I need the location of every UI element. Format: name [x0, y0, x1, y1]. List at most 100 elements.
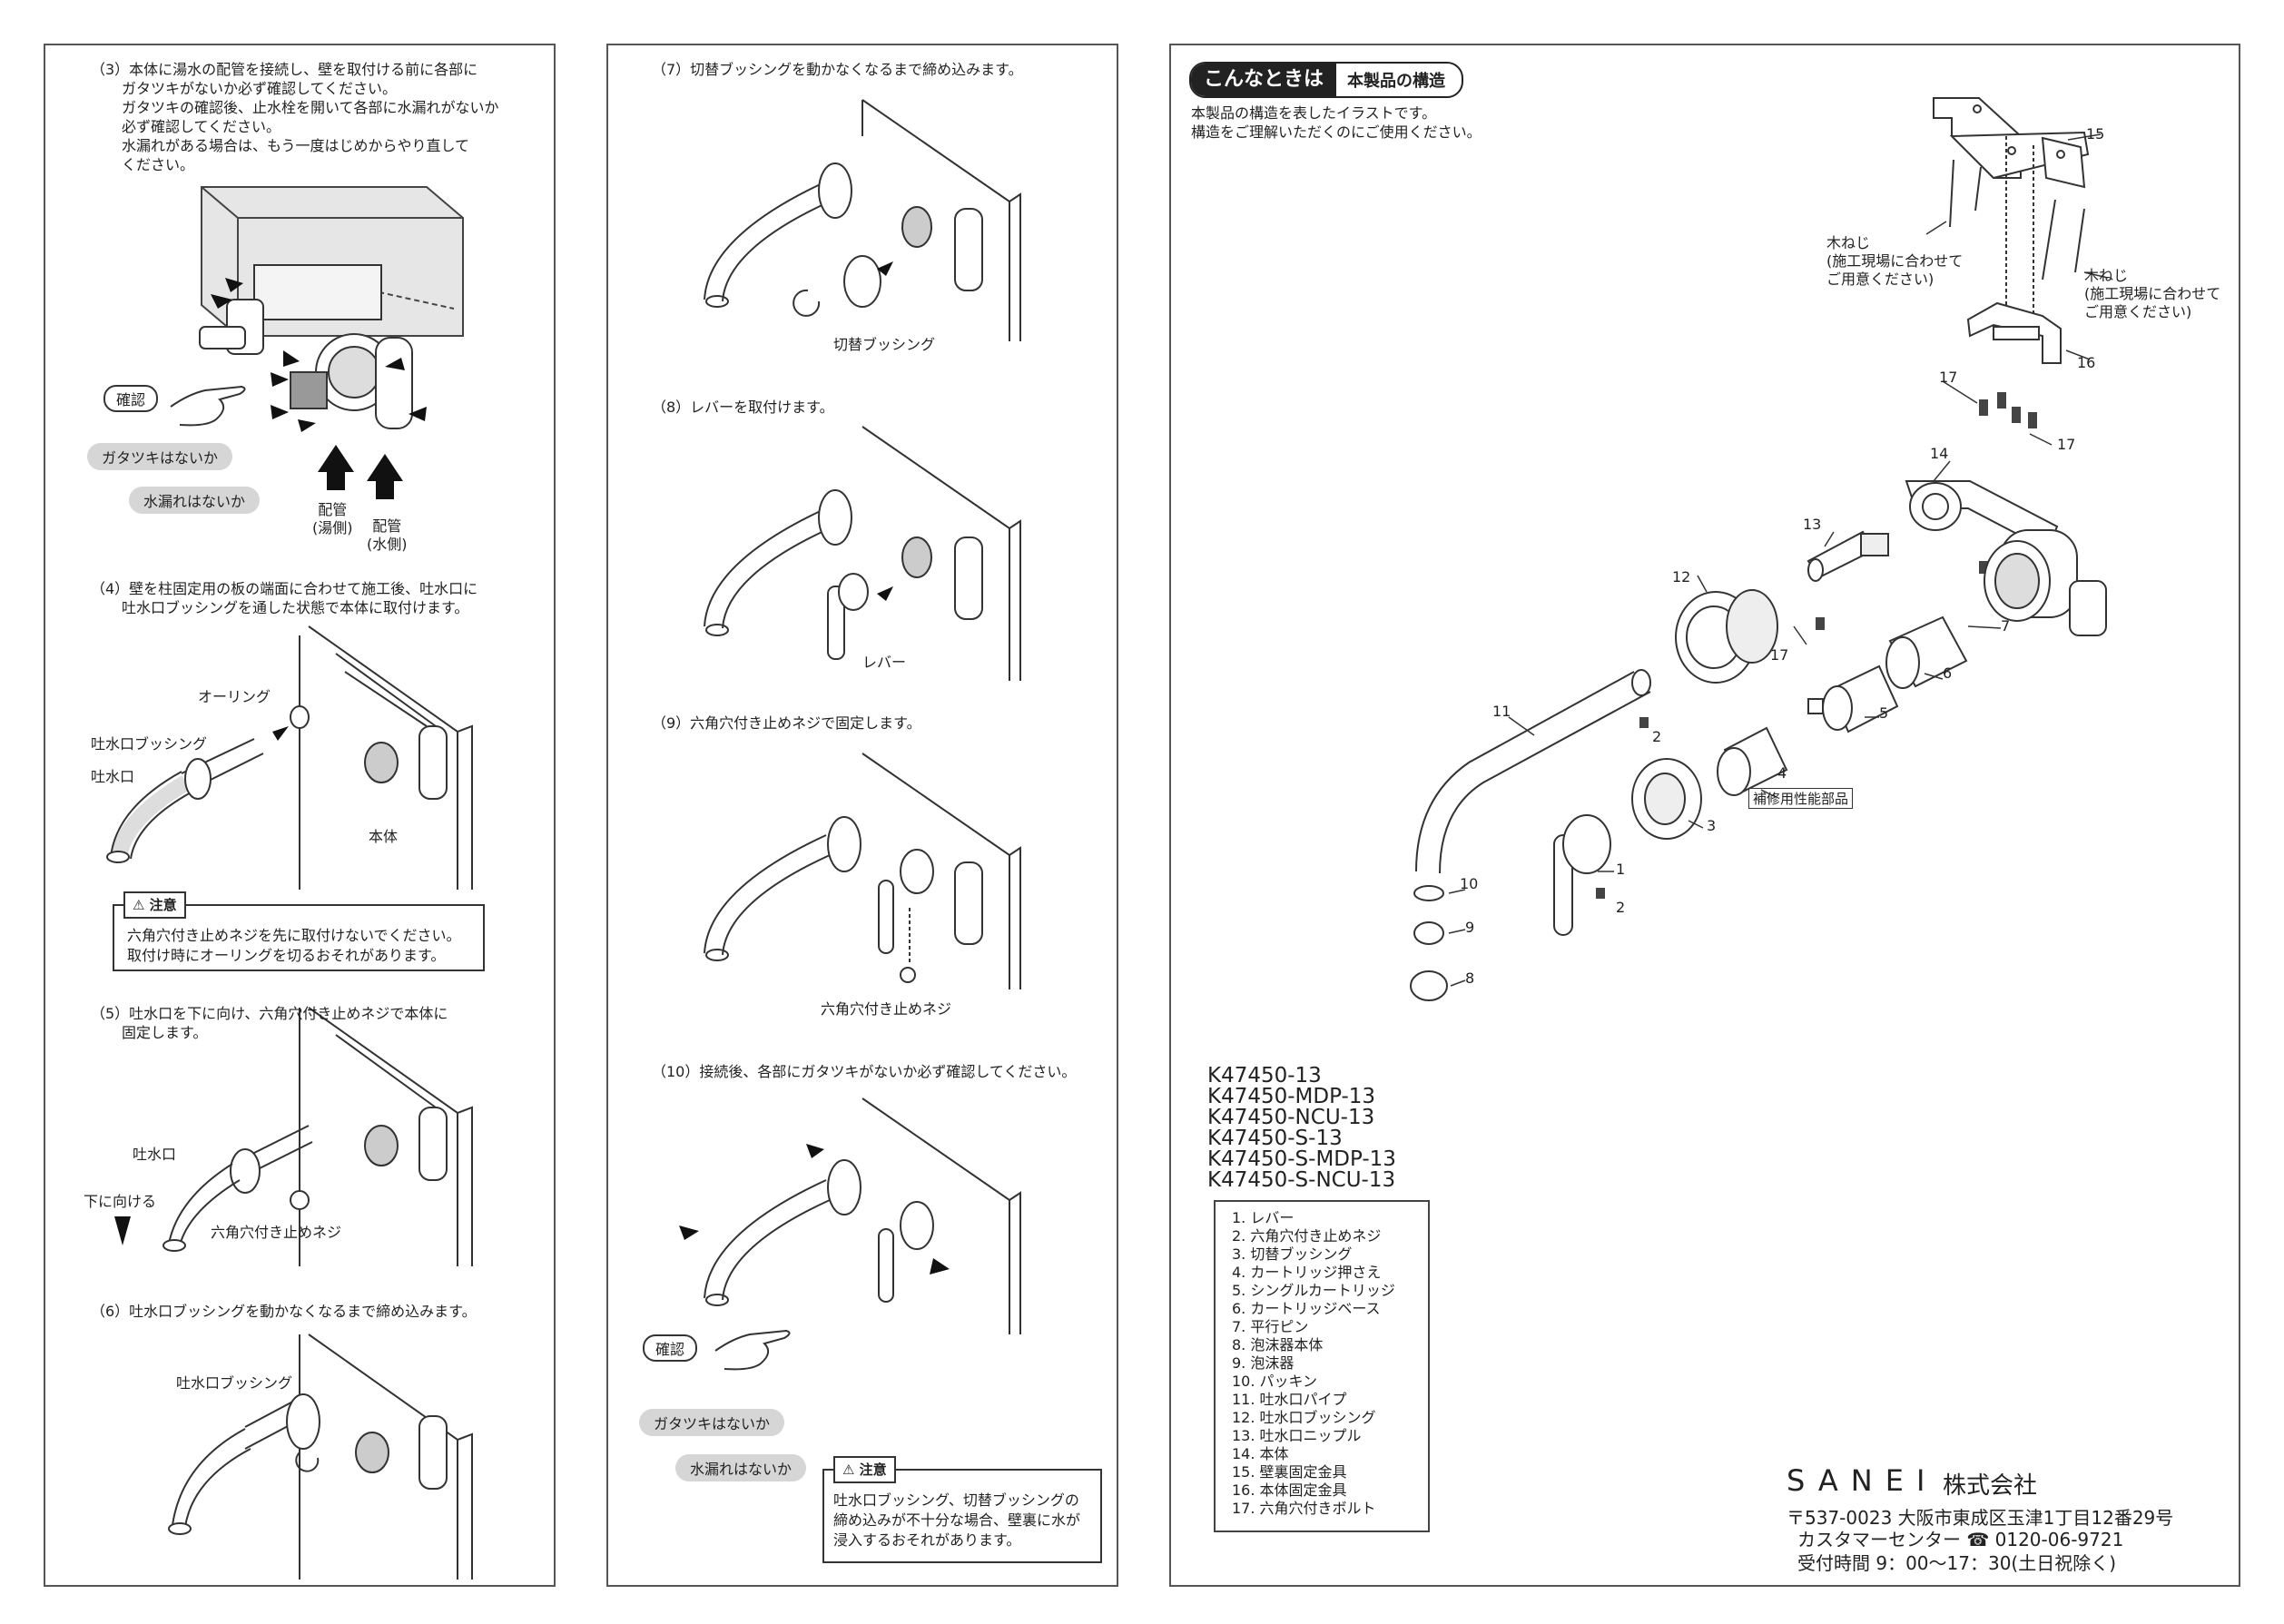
callout-2: 2 — [1652, 728, 1662, 745]
step4-line: 吐水口ブッシングを通した状態で本体に取付けます。 — [122, 599, 469, 616]
parts-list-item: 15. 壁裏固定金具 — [1232, 1463, 1347, 1481]
caution-line: 吐水口ブッシング、切替ブッシングの — [833, 1491, 1079, 1509]
callout-2: 2 — [1616, 899, 1626, 916]
bolts-17 — [1596, 392, 2037, 899]
lever-1 — [1553, 814, 1611, 936]
caution-body: 六角穴付き止めネジを先に取付けないでください。 取付け時にオーリングを切るおそれ… — [127, 926, 461, 966]
step7-illus — [704, 99, 1021, 341]
model-number: K47450-13 — [1207, 1064, 1322, 1088]
parts-list: 1. レバー 2. 六角穴付き止めネジ 3. 切替ブッシング 4. カートリッジ… — [1214, 1200, 1430, 1532]
callout-8: 8 — [1465, 969, 1475, 987]
cartridge-5 — [1807, 664, 1899, 733]
parts-list-item: 16. 本体固定金具 — [1232, 1481, 1347, 1499]
check-leak-pill: 水漏れはないか — [129, 487, 261, 514]
wood-screw-right-label: 木ねじ (施工現場に合わせて ご用意ください) — [2084, 267, 2221, 320]
bracket-15 — [1933, 97, 2090, 189]
step3-line: （3）本体に湯水の配管を接続し、壁を取付ける前に各部に — [91, 61, 478, 78]
body-14 — [1905, 480, 2107, 636]
body-label: 本体 — [369, 828, 399, 845]
pipe-cold-label: 配管 (水側) — [367, 517, 408, 553]
callout-10: 10 — [1460, 875, 1479, 892]
spout-pipe-11 — [1415, 669, 1651, 874]
screw-label: 六角穴付き止めネジ — [821, 1000, 952, 1018]
callout-7: 7 — [2001, 617, 2011, 635]
lever-label: レバー — [862, 654, 907, 671]
wood-screw-left-label: 木ねじ (施工現場に合わせて ご用意ください) — [1826, 234, 1964, 288]
down-label: 下に向ける — [84, 1193, 157, 1210]
parts-list-item: 6. カートリッジベース — [1232, 1300, 1381, 1317]
step10-line: （10）接続後、各部にガタツキがないか必ず確認してください。 — [652, 1063, 1077, 1080]
business-hours: 受付時間 9：00～17：30(土日祝除く) — [1797, 1552, 2117, 1574]
intro-line: 本製品の構造を表したイラストです。 — [1191, 104, 1437, 122]
step6-line: （6）吐水口ブッシングを動かなくなるまで締め込みます。 — [91, 1303, 477, 1320]
callout-11: 11 — [1492, 703, 1511, 720]
model-number: K47450-MDP-13 — [1207, 1085, 1376, 1108]
cartridge-base-6 — [1885, 615, 1968, 689]
cartridge-holder-4 — [1717, 726, 1788, 796]
step4-line: （4）壁を柱固定用の板の端面に合わせて施工後、吐水口に — [91, 580, 478, 597]
callout-15: 15 — [2086, 125, 2105, 143]
spout-label: 吐水口 — [133, 1146, 177, 1163]
screw-label: 六角穴付き止めネジ — [211, 1224, 342, 1241]
intro-line: 構造をご理解いただくのにご使用ください。 — [1191, 123, 1482, 141]
parts-list-item: 12. 吐水口ブッシング — [1232, 1409, 1376, 1426]
step10-illus — [704, 1097, 1021, 1334]
hand-icon — [714, 1329, 791, 1371]
model-number: K47450-S-NCU-13 — [1207, 1168, 1396, 1192]
step3-check-arrows — [211, 278, 427, 432]
pipe-arrows — [318, 445, 403, 499]
kakunin-badge: 確認 — [103, 385, 159, 412]
callout-17: 17 — [2057, 436, 2076, 453]
step10-arrows — [679, 1144, 950, 1275]
panel-structure — [1169, 44, 2240, 1587]
step4-wall — [299, 625, 473, 890]
callout-6: 6 — [1943, 664, 1953, 682]
step3-line: 必ず確認してください。 — [122, 118, 281, 135]
switch-bushing-label: 切替ブッシング — [833, 336, 936, 353]
step3-line: ガタツキの確認後、止水栓を開いて各部に水漏れがないか — [122, 99, 499, 116]
leader-lines — [1448, 133, 2109, 987]
parts-list-item: 1. レバー — [1232, 1209, 1295, 1226]
structure-header: こんなときは 本製品の構造 — [1189, 62, 1464, 98]
step5-wall — [299, 1007, 473, 1266]
parts-list-item: 4. カートリッジ押さえ — [1232, 1264, 1382, 1281]
parts-list-item: 14. 本体 — [1232, 1445, 1289, 1462]
step5-line: 固定します。 — [122, 1024, 208, 1041]
wood-screws — [1949, 136, 2085, 336]
step4-spout — [106, 705, 448, 863]
check-leak-pill: 水漏れはないか — [675, 1454, 807, 1481]
header-title: 本製品の構造 — [1347, 72, 1446, 91]
caution-header: ⚠ 注意 — [833, 1456, 896, 1483]
hand-icon — [170, 385, 246, 427]
callout-17: 17 — [1939, 369, 1958, 386]
callout-16: 16 — [2077, 354, 2096, 371]
step3-line: 水漏れがある場合は、もう一度はじめからやり直して — [122, 137, 470, 154]
step6-wall — [299, 1334, 473, 1580]
pipe-hot-label: 配管 (湯側) — [312, 501, 353, 536]
step8-line: （8）レバーを取付けます。 — [652, 399, 834, 416]
aerator-parts — [1410, 885, 1448, 1001]
bracket-16 — [1966, 301, 2062, 364]
parts-list-item: 2. 六角穴付き止めネジ — [1232, 1227, 1382, 1245]
kakunin-badge: 確認 — [643, 1334, 698, 1362]
callout-4: 4 — [1777, 764, 1787, 782]
caution-line: 六角穴付き止めネジを先に取付けないでください。 — [127, 927, 461, 944]
caution-box-2: ⚠ 注意 吐水口ブッシング、切替ブッシングの 締め込みが不十分な場合、壁裏に水が… — [822, 1456, 1102, 1563]
company-suffix: 株式会社 — [1943, 1472, 2038, 1500]
parts-list-item: 11. 吐水口パイプ — [1232, 1391, 1347, 1408]
callout-1: 1 — [1616, 861, 1626, 878]
check-gatatsuki-pill: ガタツキはないか — [639, 1409, 785, 1436]
step5-spout — [162, 1107, 448, 1252]
down-arrow — [114, 1216, 131, 1245]
caution-header: ⚠ 注意 — [123, 891, 186, 919]
company-logo: SANEI — [1787, 1463, 1938, 1498]
nipple-13 — [1807, 530, 1889, 582]
callout-9: 9 — [1465, 919, 1475, 936]
step6-spout — [168, 1393, 448, 1535]
step4-arrow — [272, 726, 289, 741]
model-number: K47450-NCU-13 — [1207, 1106, 1375, 1129]
oring-label: オーリング — [198, 688, 271, 705]
step3-faucet-body — [199, 264, 413, 429]
caution-line: 取付け時にオーリングを切るおそれがあります。 — [127, 947, 446, 964]
